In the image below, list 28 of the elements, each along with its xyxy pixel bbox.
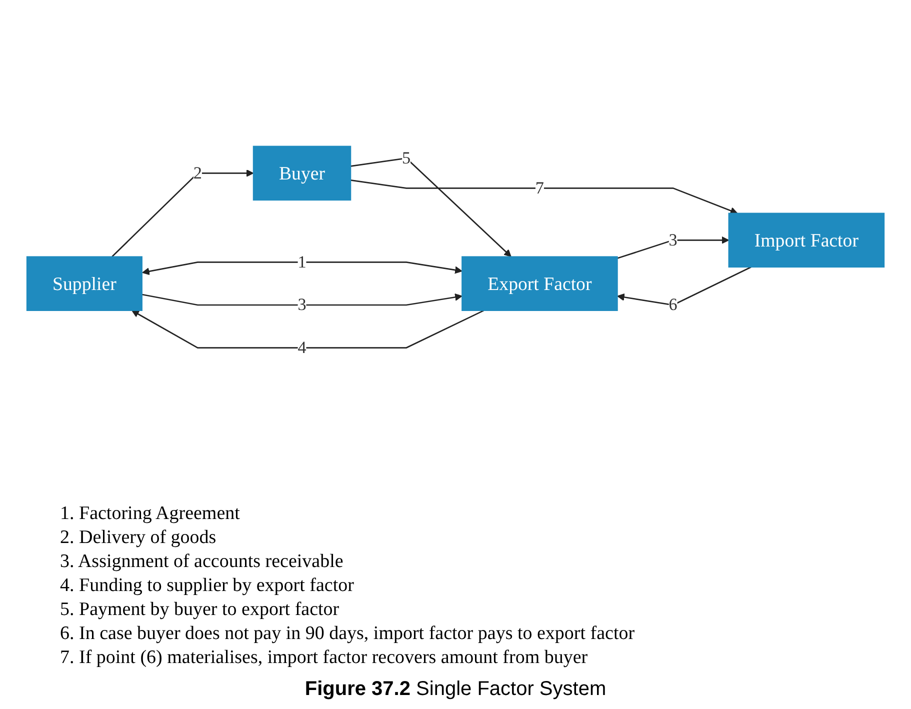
edge-label: 5 bbox=[402, 148, 411, 168]
node-box: Buyer bbox=[252, 146, 352, 201]
legend-note: 1. Factoring Agreement bbox=[60, 502, 240, 526]
edge-label: 3 bbox=[668, 230, 678, 250]
legend-note: 6. In case buyer does not pay in 90 days, import factor pays to export factor bbox=[60, 622, 635, 646]
figure-caption: Figure 37.2 Single Factor System bbox=[304, 678, 606, 701]
node-box: Supplier bbox=[26, 256, 142, 311]
arrow bbox=[350, 180, 738, 214]
edge-label: 4 bbox=[298, 338, 306, 358]
legend-note: 7. If point (6) materialises, import factor recovers amount from buyer bbox=[60, 646, 588, 670]
arrow bbox=[350, 157, 512, 257]
arrow bbox=[142, 262, 462, 276]
legend-note: 3. Assignment of accounts receivable bbox=[60, 550, 344, 574]
edge-label: 1 bbox=[298, 252, 306, 272]
edge-label: 3 bbox=[298, 296, 306, 314]
arrow bbox=[142, 293, 462, 306]
legend-note: 4. Funding to supplier by export factor bbox=[60, 574, 354, 598]
node-box: Export Factor bbox=[462, 256, 618, 311]
edge-label: 7 bbox=[535, 178, 544, 198]
arrow bbox=[132, 310, 484, 348]
legend-note: 5. Payment by buyer to export factor bbox=[60, 598, 340, 622]
arrow bbox=[112, 169, 254, 258]
edge-label: 6 bbox=[668, 296, 678, 314]
edge-label: 2 bbox=[193, 164, 202, 183]
node-box: Import Factor bbox=[728, 212, 885, 268]
arrow bbox=[617, 266, 752, 306]
legend-note: 2. Delivery of goods bbox=[60, 526, 216, 550]
arrow bbox=[617, 236, 730, 259]
